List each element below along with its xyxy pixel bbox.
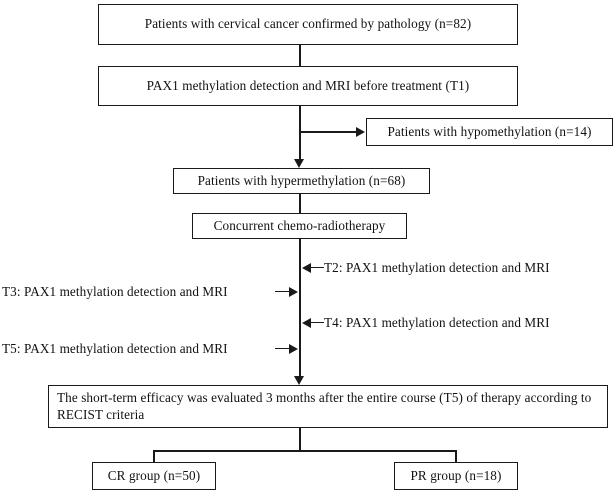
node-evaluation: The short-term efficacy was evaluated 3 … (48, 385, 608, 428)
node-pr-group: PR group (n=18) (394, 462, 518, 490)
label-t4: T4: PAX1 methylation detection and MRI (324, 315, 550, 330)
node-hypermethylation-label: Patients with hypermethylation (n=68) (197, 172, 406, 188)
node-baseline-test-label: PAX1 methylation detection and MRI befor… (146, 77, 470, 93)
node-hypomethylation: Patients with hypomethylation (n=14) (366, 118, 613, 146)
connector-hypermethylation-treatment (299, 194, 301, 213)
arrowhead-t4 (302, 317, 311, 328)
arrowhead-t2 (302, 262, 311, 273)
node-cr-group-label: CR group (n=50) (107, 467, 201, 483)
label-t3: T3: PAX1 methylation detection and MRI (2, 284, 228, 299)
connector-enrollment-baseline (299, 45, 301, 66)
label-t5: T5: PAX1 methylation detection and MRI (2, 341, 228, 356)
node-treatment-label: Concurrent chemo-radiotherapy (213, 217, 386, 233)
connector-split-pr (455, 450, 457, 462)
connector-evaluation-split (299, 428, 301, 451)
arrowhead-to-evaluation (294, 376, 305, 385)
arrowhead-t3 (289, 286, 298, 297)
node-enrollment-label: Patients with cervical cancer confirmed … (144, 16, 472, 32)
connector-treatment-evaluation (299, 239, 301, 380)
connector-t5 (275, 347, 290, 350)
node-cr-group: CR group (n=50) (92, 462, 216, 490)
node-enrollment: Patients with cervical cancer confirmed … (98, 4, 518, 45)
arrowhead-t5 (289, 343, 298, 354)
node-baseline-test: PAX1 methylation detection and MRI befor… (98, 66, 518, 106)
node-pr-group-label: PR group (n=18) (410, 467, 502, 483)
node-treatment: Concurrent chemo-radiotherapy (192, 213, 407, 239)
label-t2: T2: PAX1 methylation detection and MRI (324, 260, 550, 275)
connector-t4 (310, 321, 324, 324)
node-hypomethylation-label: Patients with hypomethylation (n=14) (387, 123, 592, 139)
connector-split-bar (153, 450, 457, 452)
connector-branch-hypomethylation (299, 131, 357, 133)
connector-baseline-hypermethylation (299, 106, 301, 160)
connector-t2 (310, 266, 324, 269)
connector-t3 (275, 290, 290, 293)
node-evaluation-label: The short-term efficacy was evaluated 3 … (57, 389, 592, 422)
arrowhead-to-hypermethylation (294, 159, 305, 168)
node-hypermethylation: Patients with hypermethylation (n=68) (173, 168, 430, 194)
arrowhead-to-hypomethylation (356, 126, 365, 137)
connector-split-cr (153, 450, 155, 462)
